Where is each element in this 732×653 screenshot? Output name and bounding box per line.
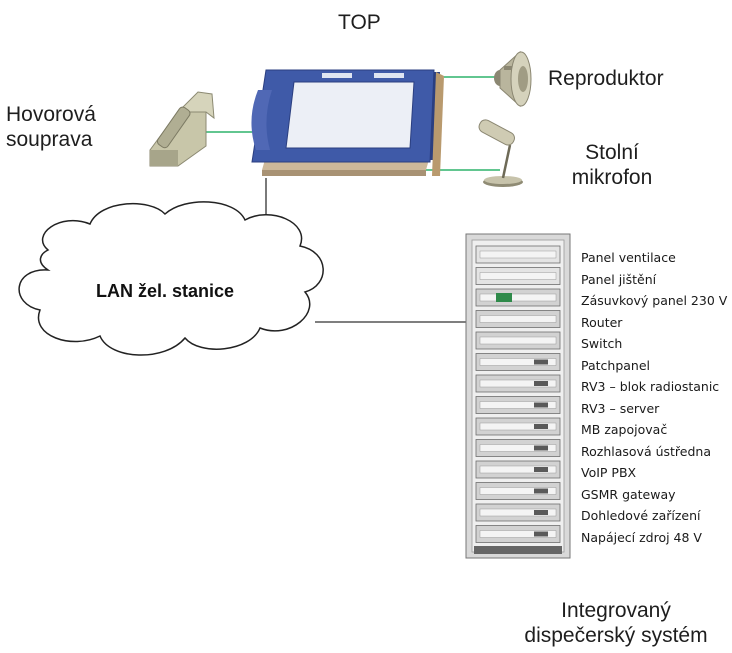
rack-item: Router bbox=[581, 314, 623, 330]
rack-unit bbox=[475, 525, 561, 543]
rack-component-list: Panel ventilace Panel jištění Zásuvkový … bbox=[581, 247, 727, 548]
rack-item: VoIP PBX bbox=[581, 465, 637, 480]
system-title-line1: Integrovaný bbox=[561, 599, 671, 622]
lan-cloud-shape bbox=[18, 201, 324, 356]
mic-label-line2: mikrofon bbox=[571, 166, 653, 190]
headset-label-line1: Hovorová bbox=[6, 103, 96, 126]
rack-item: GSMR gateway bbox=[581, 486, 676, 502]
top-console-icon bbox=[251, 69, 444, 176]
mic-label-line1: Stolní bbox=[585, 141, 639, 164]
microphone-icon bbox=[478, 119, 523, 187]
rack-unit bbox=[475, 439, 561, 457]
headset-label-line2: souprava bbox=[6, 128, 93, 152]
rack-unit bbox=[475, 482, 561, 500]
rack-unit bbox=[475, 396, 561, 414]
rack-item: Switch bbox=[581, 336, 623, 351]
mic-label: Stolní mikrofon bbox=[566, 140, 658, 190]
rack-item: Zásuvkový panel 230 V bbox=[581, 293, 728, 308]
top-label: TOP bbox=[338, 11, 381, 34]
rack-item: Rozhlasová ústředna bbox=[581, 443, 711, 459]
rack-unit bbox=[475, 288, 561, 307]
rack-unit bbox=[475, 245, 561, 264]
system-title: Integrovaný dispečerský systém bbox=[500, 598, 732, 648]
headset-icon bbox=[149, 91, 215, 167]
rack-unit bbox=[475, 310, 561, 328]
rack-item: Panel jištění bbox=[581, 271, 657, 287]
rack-unit bbox=[475, 267, 561, 285]
rack-item: Patchpanel bbox=[581, 357, 651, 373]
speaker-icon bbox=[494, 50, 532, 108]
speaker-label: Reproduktor bbox=[548, 67, 664, 90]
rack-unit bbox=[475, 460, 561, 479]
rack-item: RV3 – server bbox=[581, 400, 660, 416]
rack-item: Napájecí zdroj 48 V bbox=[581, 529, 702, 545]
rack-item: Dohledové zařízení bbox=[581, 508, 701, 523]
rack-unit bbox=[475, 503, 561, 522]
rack-unit bbox=[475, 331, 561, 350]
rack-item: Panel ventilace bbox=[581, 250, 676, 265]
headset-label: Hovorová souprava bbox=[6, 102, 96, 152]
rack-item: MB zapojovač bbox=[581, 422, 668, 437]
rack-unit bbox=[475, 417, 561, 436]
rack-unit bbox=[475, 374, 561, 393]
lan-cloud-label: LAN žel. stanice bbox=[96, 281, 235, 301]
system-title-line2: dispečerský systém bbox=[524, 624, 708, 648]
rack-item: RV3 – blok radiostanic bbox=[581, 379, 720, 394]
rack-unit bbox=[475, 353, 561, 371]
